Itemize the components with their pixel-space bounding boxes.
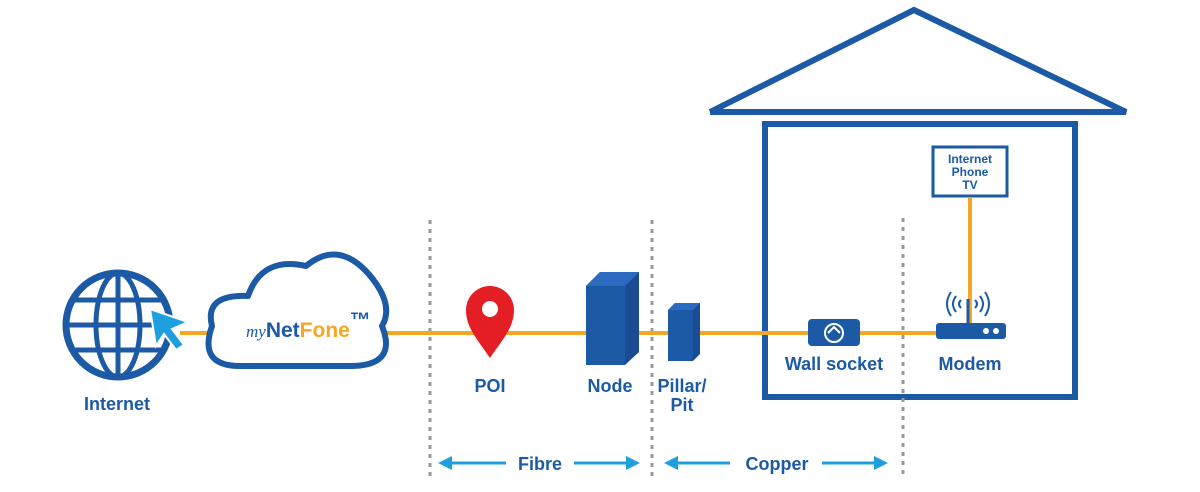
section-dividers bbox=[428, 218, 905, 478]
label-internet: Internet bbox=[84, 394, 150, 414]
label-poi: POI bbox=[474, 376, 505, 396]
cursor-arrow-icon bbox=[148, 307, 191, 352]
label-copper: Copper bbox=[746, 454, 809, 474]
services-line-internet: Internet bbox=[948, 152, 992, 166]
label-wall-socket: Wall socket bbox=[785, 354, 883, 374]
label-modem: Modem bbox=[939, 354, 1002, 374]
services-line-phone: Phone bbox=[952, 165, 989, 179]
label-pillar: Pillar/ bbox=[657, 376, 706, 396]
services-line-tv: TV bbox=[962, 178, 977, 192]
label-fibre: Fibre bbox=[518, 454, 562, 474]
modem-icon bbox=[936, 291, 1006, 339]
map-pin-icon bbox=[466, 286, 514, 358]
label-pit: Pit bbox=[670, 395, 693, 415]
wall-socket-icon bbox=[808, 319, 860, 346]
brand-logo: myNetFone™ bbox=[246, 309, 371, 342]
house-icon bbox=[708, 6, 1128, 400]
cloud-icon bbox=[205, 251, 390, 369]
node-cabinet-icon bbox=[586, 272, 639, 365]
services-box: Internet Phone TV bbox=[931, 145, 1009, 198]
svg-text:myNetFone™: myNetFone™ bbox=[246, 309, 371, 342]
copper-span: Copper bbox=[664, 454, 888, 474]
pillar-icon bbox=[668, 303, 700, 361]
label-node: Node bbox=[588, 376, 633, 396]
globe-cursor-icon bbox=[62, 269, 191, 381]
fibre-span: Fibre bbox=[438, 454, 640, 474]
